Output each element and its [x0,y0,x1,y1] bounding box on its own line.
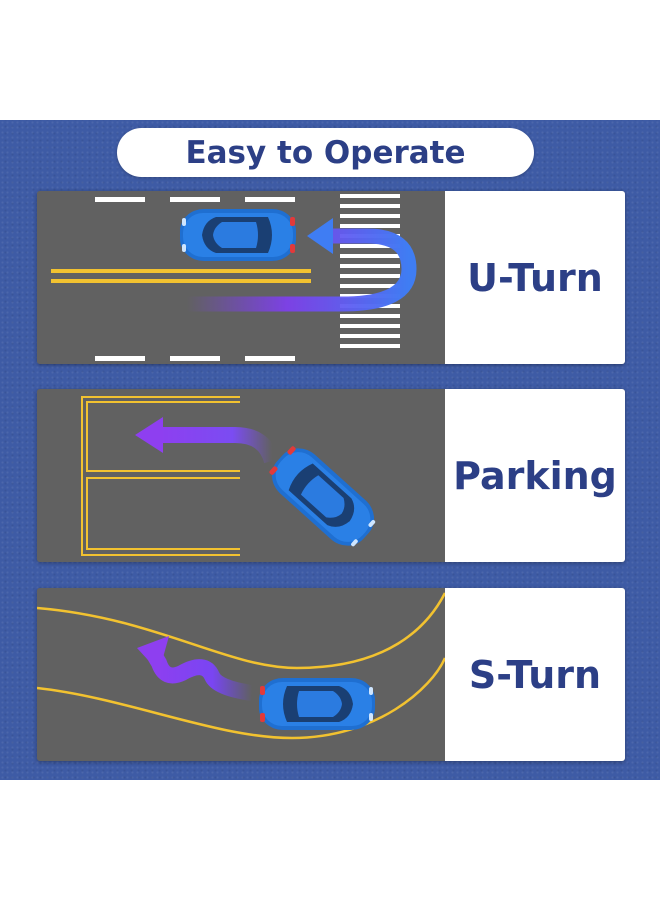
center-yellow-lines [51,269,311,283]
u-turn-label: U-Turn [467,255,603,300]
s-turn-label-box: S-Turn [445,588,625,761]
car-icon [180,209,296,261]
car-icon [259,678,375,730]
parking-card: Parking [37,389,625,562]
parking-arrow-icon [159,427,280,464]
parking-label-box: Parking [445,389,625,562]
curved-yellow-lines [37,592,445,740]
s-turn-card: S-Turn [37,588,625,761]
page-title: Easy to Operate [185,134,466,171]
parking-label: Parking [453,453,617,498]
s-turn-label: S-Turn [468,652,602,697]
blue-background-panel: Easy to Operate [0,120,660,780]
s-turn-road-illustration [37,588,445,761]
u-turn-card: U-Turn [37,191,625,364]
top-lane-dashes [95,197,295,202]
u-turn-arrow-icon [187,228,417,312]
page-title-pill: Easy to Operate [117,128,534,177]
bottom-lane-dashes [95,356,295,361]
parking-space-lines [81,396,240,556]
u-turn-road-illustration [37,191,445,364]
u-turn-label-box: U-Turn [445,191,625,364]
parking-road-illustration [37,389,445,562]
s-turn-arrow-icon [146,648,254,701]
